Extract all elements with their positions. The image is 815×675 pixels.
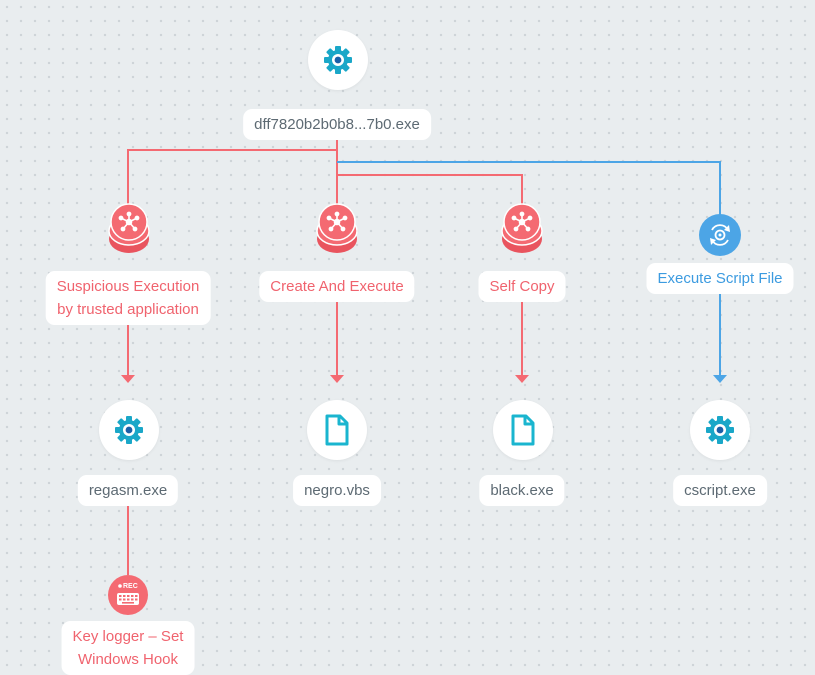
- arrowhead: [121, 375, 135, 383]
- gear-icon: [324, 46, 352, 74]
- child-regasm-label[interactable]: regasm.exe: [77, 475, 179, 506]
- child-negro-label[interactable]: negro.vbs: [293, 475, 381, 506]
- file-icon: [325, 414, 349, 446]
- behavior-suspicious-execution-icon[interactable]: [108, 203, 150, 255]
- child-cscript-node[interactable]: [690, 400, 750, 460]
- edge-root-suspicious: [127, 136, 338, 205]
- behavior-create-execute-label[interactable]: Create And Execute: [259, 271, 415, 302]
- child-cscript-label[interactable]: cscript.exe: [673, 475, 767, 506]
- gear-icon: [706, 416, 734, 444]
- arrowhead: [515, 375, 529, 383]
- behavior-self-copy-icon[interactable]: [501, 203, 543, 255]
- edge-root-script: [337, 161, 721, 217]
- arrowhead: [330, 375, 344, 383]
- keylogger-rec-icon[interactable]: REC: [107, 574, 149, 616]
- behavior-suspicious-execution-label[interactable]: Suspicious Execution by trusted applicat…: [45, 271, 211, 325]
- root-process-label[interactable]: dff7820b2b0b8...7b0.exe: [243, 109, 431, 140]
- child-black-node[interactable]: [493, 400, 553, 460]
- gear-icon: [115, 416, 143, 444]
- root-process-node[interactable]: [308, 30, 368, 90]
- arrowhead: [713, 375, 727, 383]
- keylogger-label[interactable]: Key logger – Set Windows Hook: [61, 621, 195, 675]
- file-icon: [511, 414, 535, 446]
- behavior-execute-script-label[interactable]: Execute Script File: [646, 263, 794, 294]
- child-negro-node[interactable]: [307, 400, 367, 460]
- child-regasm-node[interactable]: [99, 400, 159, 460]
- edge-root-selfcopy: [337, 174, 523, 205]
- keyboard-icon: [117, 593, 139, 605]
- behavior-create-execute-icon[interactable]: [316, 203, 358, 255]
- behavior-execute-script-icon[interactable]: [698, 213, 742, 257]
- child-black-label[interactable]: black.exe: [479, 475, 565, 506]
- rec-badge-text: REC: [123, 583, 138, 590]
- behavior-self-copy-label[interactable]: Self Copy: [478, 271, 566, 302]
